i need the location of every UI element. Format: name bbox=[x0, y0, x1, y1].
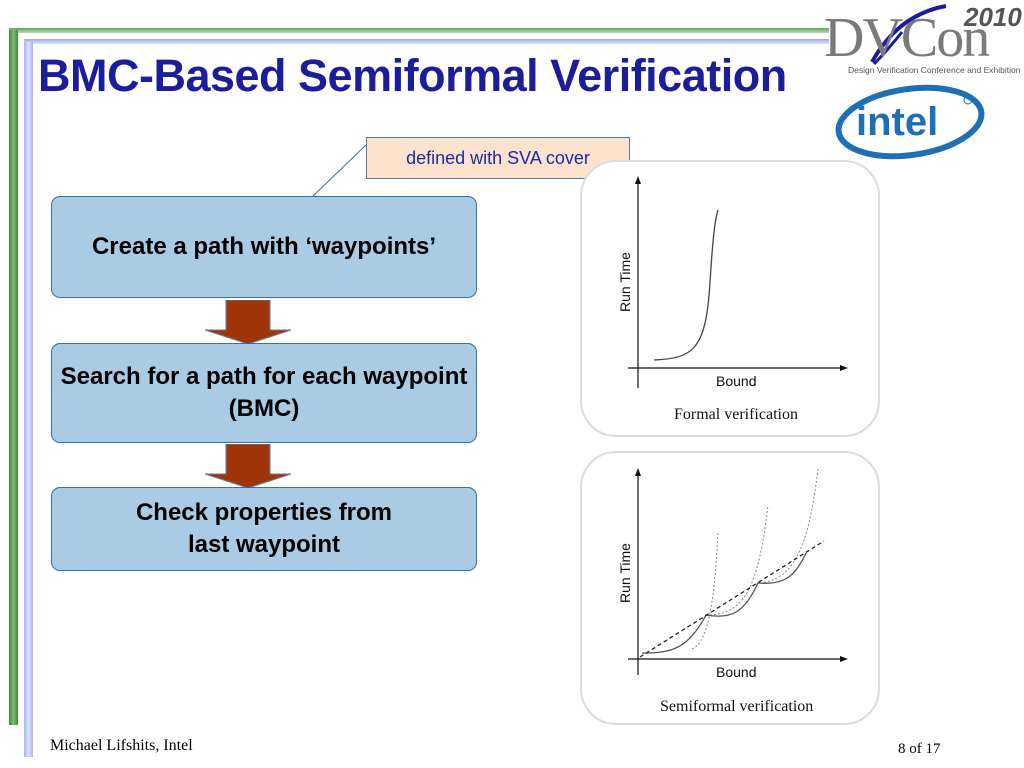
flow-step-3: Check properties from last waypoint bbox=[51, 487, 477, 571]
semiformal-graph-svg: Run Time Bound Semiformal verification bbox=[617, 468, 848, 715]
formal-xlabel: Bound bbox=[716, 373, 756, 389]
page-number: 8 of 17 bbox=[898, 741, 941, 757]
down-arrow-icon bbox=[205, 444, 291, 488]
semiformal-ylabel: Run Time bbox=[617, 543, 633, 603]
formal-ylabel: Run Time bbox=[617, 252, 633, 312]
semiformal-xlabel: Bound bbox=[716, 664, 756, 680]
left-decor-bar-blue bbox=[24, 42, 33, 757]
flow-step-2: Search for a path for each waypoint (BMC… bbox=[51, 343, 477, 443]
dvcon-year: 2010 bbox=[964, 2, 1022, 32]
callout-box: defined with SVA cover bbox=[366, 137, 630, 179]
slide-title: BMC-Based Semiformal Verification bbox=[38, 50, 787, 101]
dvcon-wordmark: DVCon bbox=[824, 7, 990, 69]
flow-step-1: Create a path with ‘waypoints’ bbox=[51, 196, 477, 298]
formal-verification-graph: Run Time Bound Formal verification bbox=[580, 160, 880, 437]
left-decor-bar-green bbox=[9, 30, 18, 725]
intel-wordmark: intel bbox=[856, 100, 938, 144]
semiformal-verification-graph: Run Time Bound Semiformal verification bbox=[580, 451, 880, 725]
formal-caption: Formal verification bbox=[674, 406, 798, 423]
semiformal-caption: Semiformal verification bbox=[660, 698, 813, 715]
footer-author: Michael Lifshits, Intel bbox=[50, 737, 193, 754]
intel-logo: intel bbox=[835, 84, 985, 160]
top-decor-line-green bbox=[9, 28, 829, 33]
dvcon-tagline: Design Verification Conference and Exhib… bbox=[848, 65, 1021, 75]
dvcon-swoosh-icon bbox=[870, 4, 947, 66]
down-arrow-icon bbox=[205, 300, 291, 344]
top-decor-line-blue bbox=[24, 39, 829, 44]
dvcon-logo: DVCon 2010 Design Verification Conferenc… bbox=[824, 2, 1024, 82]
formal-graph-svg: Run Time Bound Formal verification bbox=[617, 176, 848, 423]
